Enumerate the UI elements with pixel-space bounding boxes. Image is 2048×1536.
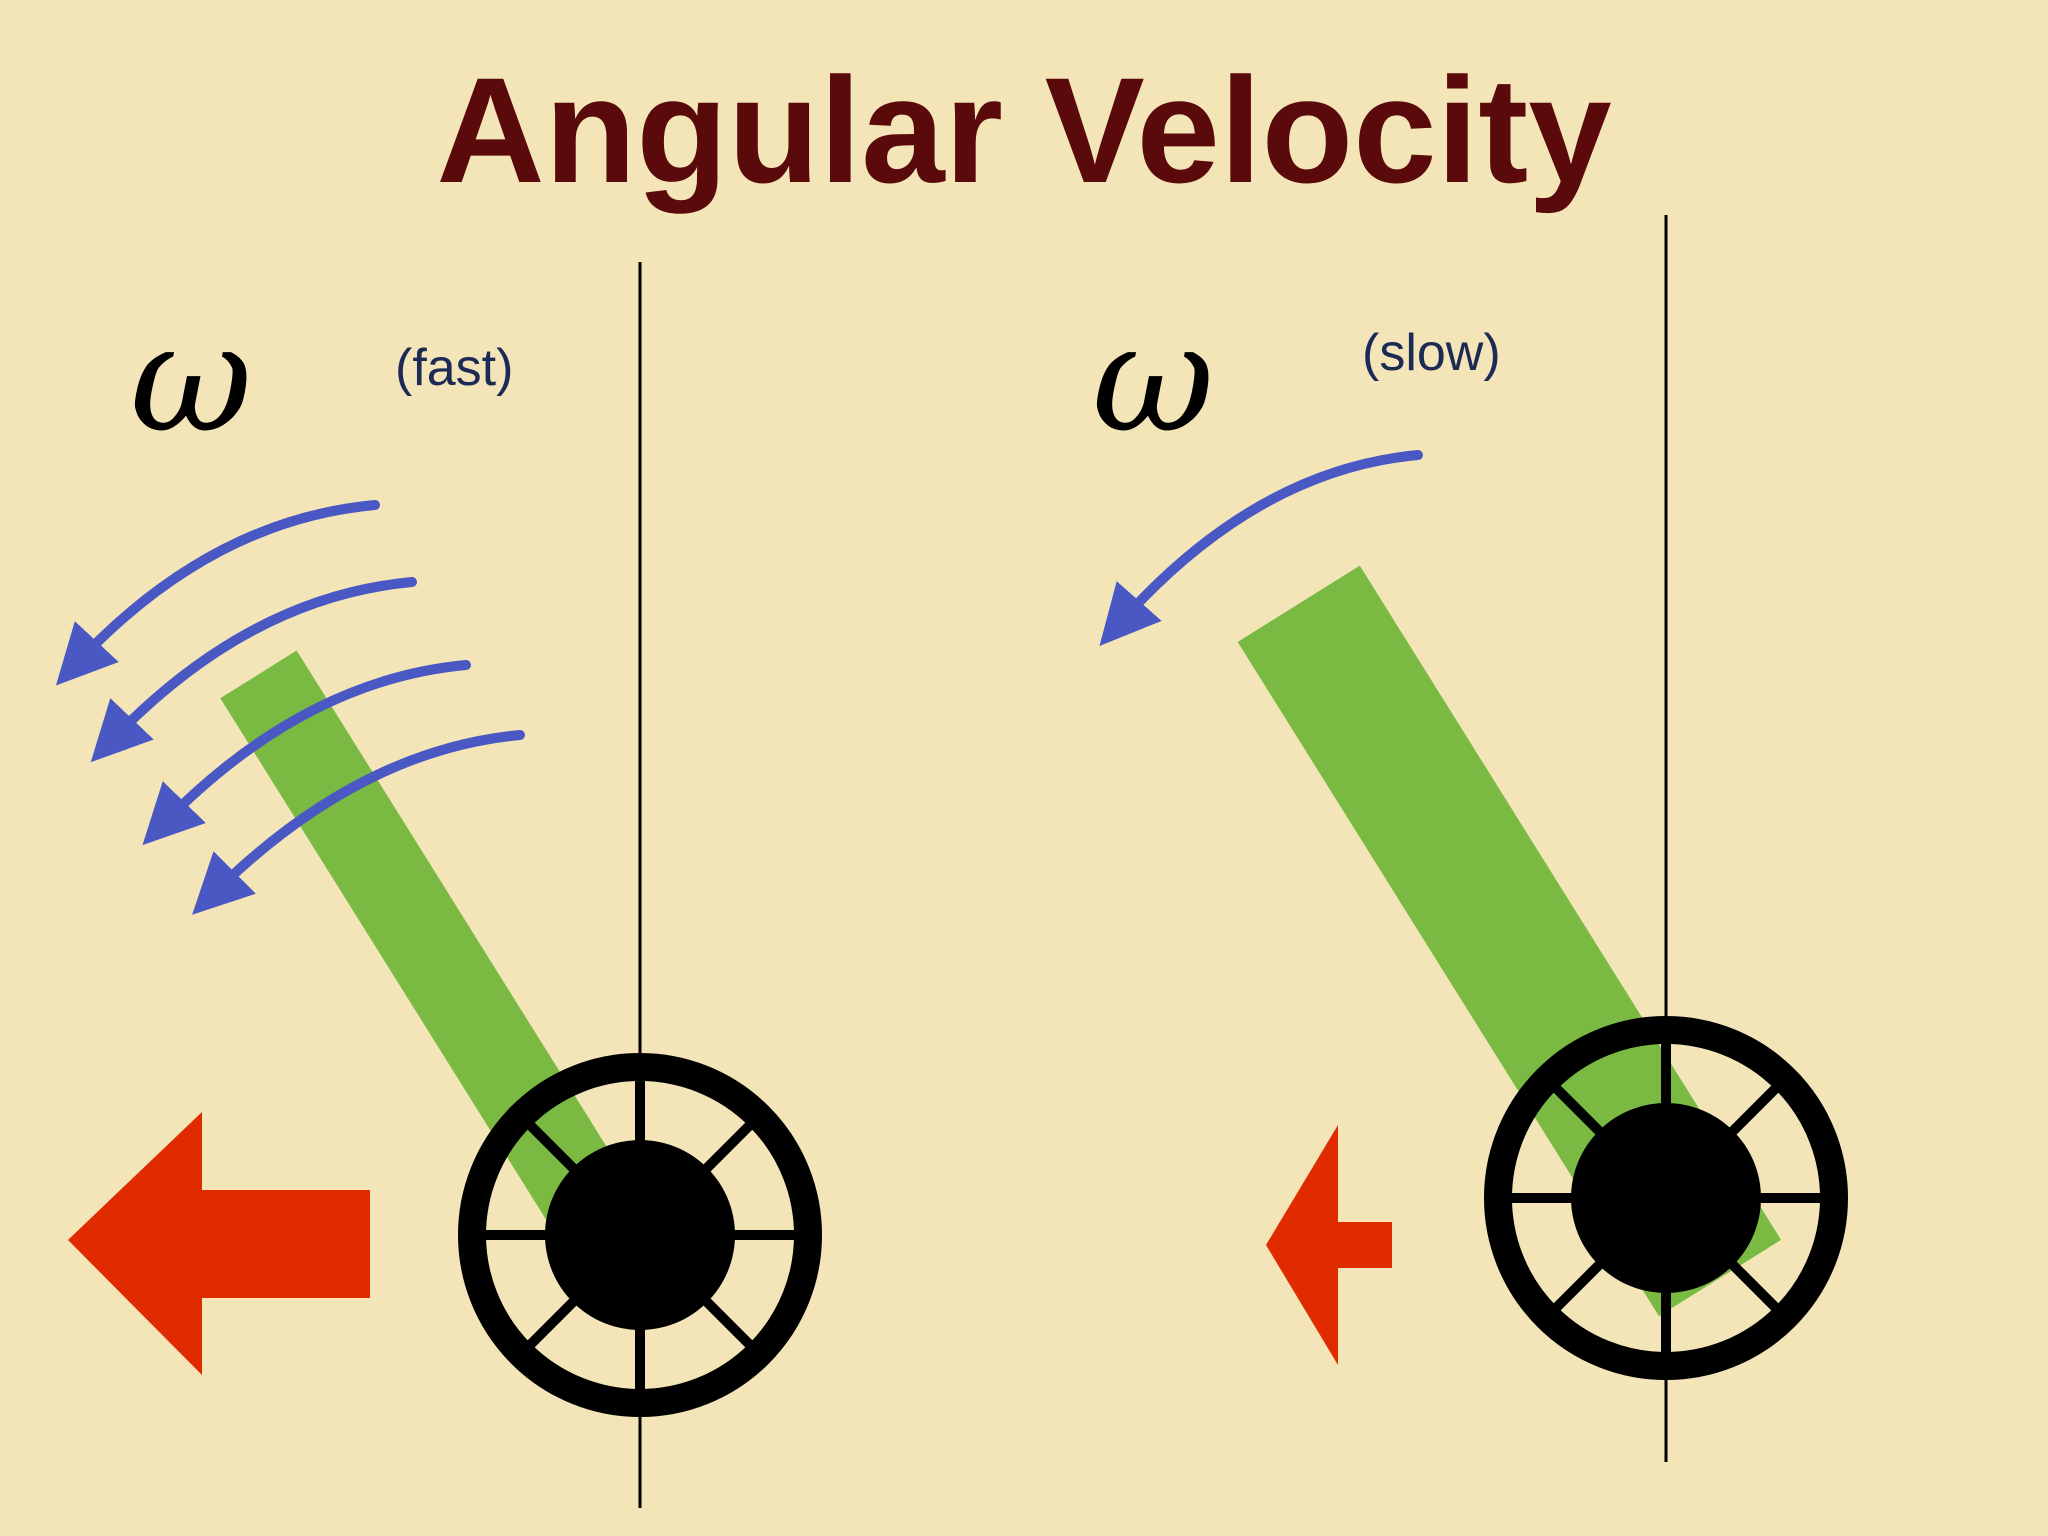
wheel — [458, 1053, 822, 1417]
motion-arrow-left — [68, 1112, 370, 1375]
rotation-arrows — [1099, 450, 1423, 646]
panel-slow: ω (slow) — [1092, 215, 1848, 1462]
speed-label-fast: (fast) — [395, 339, 513, 397]
rotation-arrow — [55, 500, 380, 686]
rotation-arrow — [90, 577, 417, 763]
omega-symbol: ω — [1092, 292, 1214, 466]
rotation-arrow — [192, 730, 525, 915]
wheel — [1484, 1016, 1848, 1380]
page-title: Angular Velocity — [436, 46, 1612, 214]
motion-arrow-left — [1266, 1125, 1392, 1365]
speed-label-slow: (slow) — [1362, 324, 1501, 382]
rotation-arrow — [1099, 450, 1423, 646]
panel-fast: ω (fast) — [55, 262, 822, 1508]
pendulum-arm — [220, 650, 679, 1309]
omega-symbol: ω — [130, 292, 252, 466]
rotation-arrows — [55, 500, 525, 915]
rotation-arrow — [142, 660, 471, 846]
